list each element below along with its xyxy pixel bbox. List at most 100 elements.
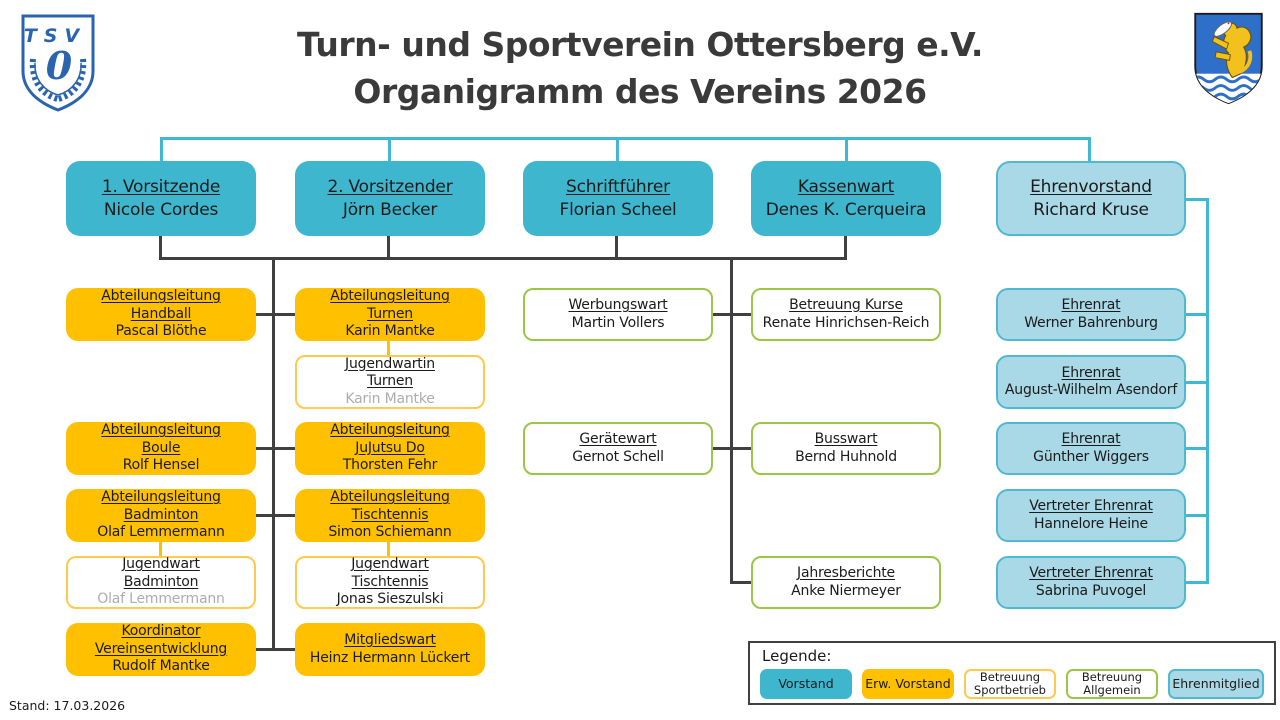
role-title: Abteilungsleitung [101,288,221,305]
role-title: Abteilungsleitung [330,288,450,305]
connector [844,236,847,260]
connector [730,581,751,584]
legend-chip-label: Betreuung [979,670,1041,685]
org-box-ehrenvorstand: Ehrenvorstand Richard Kruse [996,161,1186,236]
connector [159,257,847,260]
role-title: Vertreter Ehrenrat [1029,565,1153,581]
person-name: Jonas Sieszulski [336,591,444,608]
org-box-abteilung-turnen: Abteilungsleitung Turnen Karin Mantke [295,288,485,341]
role-title: Turnen [367,305,413,322]
connector [1186,514,1209,517]
role-title: 1. Vorsitzende [101,177,221,198]
person-name: Werner Bahrenburg [1024,314,1158,331]
role-title: Abteilungsleitung [330,489,450,506]
connector [615,236,618,260]
connector [256,514,295,517]
connector [256,313,295,316]
org-box-ehrenrat-wiggers: Ehrenrat Günther Wiggers [996,422,1186,475]
page-title: Turn- und Sportverein Ottersberg e.V. Or… [110,22,1170,116]
org-box-jugendwartin-turnen: Jugendwartin Turnen Karin Mantke [295,355,485,409]
role-title: Boule [141,439,181,456]
connector [387,542,390,556]
org-box-jugendwart-tischtennis: Jugendwart Tischtennis Jonas Sieszulski [295,556,485,609]
connector [387,341,390,355]
person-name: Gernot Schell [572,448,664,465]
org-box-koordinator-vereinsentwicklung: Koordinator Vereinsentwicklung Rudolf Ma… [66,623,256,676]
person-name: Karin Mantke [345,390,435,407]
person-name: Richard Kruse [1033,199,1149,220]
legend-chip-vorstand: Vorstand [760,669,852,699]
org-box-2-vorsitzender: 2. Vorsitzender Jörn Becker [295,161,485,236]
connector [616,137,619,161]
person-name: Rolf Hensel [122,457,200,474]
connector [1088,137,1091,161]
role-title: Mitgliedswart [344,632,436,648]
connector [1186,313,1209,316]
role-title: Vertreter Ehrenrat [1029,498,1153,514]
role-title: Betreuung Kurse [789,297,903,313]
ottersberg-coat-of-arms-icon [1190,11,1267,106]
org-box-abteilung-tischtennis: Abteilungsleitung Tischtennis Simon Schi… [295,489,485,542]
role-title: Abteilungsleitung [101,489,221,506]
connector [713,313,751,316]
page-title-line2: Organigramm des Vereins 2026 [353,71,927,111]
person-name: Martin Vollers [571,314,665,331]
org-box-ehrenrat-asendorf: Ehrenrat August-Wilhelm Asendorf [996,355,1186,409]
legend-chip-betreuung-allgemein: Betreuung Allgemein [1065,669,1159,699]
org-box-betreuung-kurse: Betreuung Kurse Renate Hinrichsen-Reich [751,288,941,341]
connector [1206,198,1209,584]
org-box-werbungswart: Werbungswart Martin Vollers [523,288,713,341]
svg-text:0: 0 [46,43,73,88]
connector [713,447,751,450]
role-title: Gerätewart [579,431,657,447]
connector [387,236,390,260]
role-title: Abteilungsleitung [101,422,221,439]
connector [1186,447,1209,450]
legend-chip-label: Betreuung [1081,670,1143,685]
role-title: Tischtennis [351,573,429,590]
person-name: August-Wilhelm Asendorf [1004,382,1178,398]
legend-chip-ehrenmitglied: Ehrenmitglied [1168,669,1264,699]
org-box-vertreter-ehrenrat-puvogel: Vertreter Ehrenrat Sabrina Puvogel [996,556,1186,609]
person-name: Rudolf Mantke [112,658,210,675]
person-name: Florian Scheel [559,199,677,220]
role-title: Ehrenrat [1061,364,1121,381]
legend-chip-label: Allgemein [1083,683,1141,697]
connector [1186,198,1209,201]
role-title: Badminton [123,573,199,590]
person-name: Thorsten Fehr [342,457,438,474]
legend-title: Legende: [762,647,832,665]
legend-chip-erw-vorstand: Erw. Vorstand [861,669,954,699]
tsv-club-shield-icon: TSV 0 [18,13,98,113]
role-title: Jugendwart [351,556,429,573]
legend-chip-label: Sportbetrieb [973,683,1046,697]
page-title-line1: Turn- und Sportverein Ottersberg e.V. [297,25,983,64]
connector [388,137,391,161]
org-box-1-vorsitzende: 1. Vorsitzende Nicole Cordes [66,161,256,236]
legend-chip-label: Vorstand [778,676,834,691]
person-name: Karin Mantke [345,323,435,340]
person-name: Renate Hinrichsen-Reich [762,314,930,331]
connector [159,236,162,260]
org-box-abteilung-boule: Abteilungsleitung Boule Rolf Hensel [66,422,256,475]
role-title: Schriftführer [566,177,670,198]
person-name: Sabrina Puvogel [1035,582,1147,599]
role-title: JuJutsu Do [355,439,425,456]
org-box-kassenwart: Kassenwart Denes K. Cerqueira [751,161,941,236]
person-name: Günther Wiggers [1033,448,1149,465]
person-name: Simon Schiemann [328,524,452,541]
connector [160,137,1091,140]
legend: Legende: Vorstand Erw. Vorstand Betreuun… [748,641,1276,705]
person-name: Bernd Huhnold [795,448,897,465]
org-box-busswart: Busswart Bernd Huhnold [751,422,941,475]
person-name: Denes K. Cerqueira [765,199,927,220]
role-title: 2. Vorsitzender [327,177,453,198]
connector [1186,381,1209,384]
connector [845,137,848,161]
connector [1186,581,1209,584]
legend-row: Vorstand Erw. Vorstand Betreuung Sportbe… [760,669,1264,699]
org-box-geraetewart: Gerätewart Gernot Schell [523,422,713,475]
person-name: Heinz Hermann Lückert [309,649,471,666]
legend-chip-label: Erw. Vorstand [865,676,951,691]
